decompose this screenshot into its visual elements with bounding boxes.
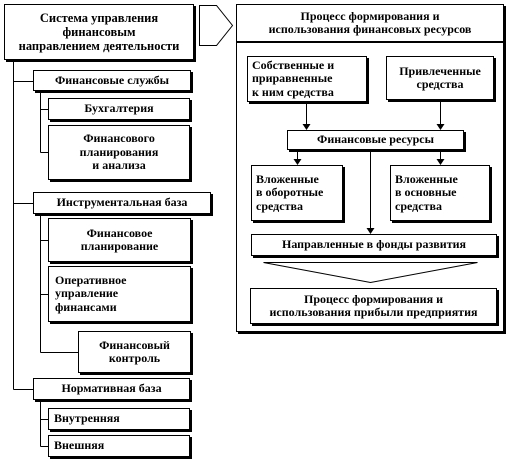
own-funds-label: Собственные и приравненные к ним средств… — [252, 57, 335, 99]
item-planning-analysis-label: Финансового планирования и анализа — [79, 131, 159, 173]
item-accounting-label: Бухгалтерия — [84, 101, 154, 116]
item-planning-analysis: Финансового планирования и анализа — [48, 125, 190, 180]
own-funds-box: Собственные и приравненные к ним средств… — [247, 56, 367, 102]
panel-title: Процесс формирования и использования фин… — [237, 5, 503, 42]
item-internal-label: Внутренняя — [54, 411, 120, 426]
item-financial-control-label: Финансовый контроль — [99, 337, 170, 365]
fixed-assets-label: Вложенные в основные средства — [395, 171, 458, 213]
current-assets-box: Вложенные в оборотные средства — [251, 165, 343, 221]
development-funds-box: Направленные в фонды развития — [251, 234, 497, 256]
group-regulatory-base: Нормативная база — [33, 378, 190, 400]
item-financial-planning: Финансовое планирование — [48, 218, 191, 262]
root-node: Система управления финансовым направлени… — [4, 4, 194, 60]
management-system-column: Система управления финансовым направлени… — [0, 0, 236, 462]
profit-process-label: Процесс формирования и использования при… — [269, 291, 478, 319]
item-external-label: Внешняя — [54, 438, 105, 453]
group-instrumental-base: Инструментальная база — [33, 192, 211, 214]
group-regulatory-base-label: Нормативная база — [61, 381, 162, 396]
borrowed-funds-label: Привлеченные средства — [399, 63, 481, 91]
borrowed-funds-box: Привлеченные средства — [386, 56, 494, 100]
item-financial-control: Финансовый контроль — [78, 331, 191, 373]
item-financial-planning-label: Финансовое планирование — [80, 225, 159, 253]
group-instrumental-base-label: Инструментальная база — [56, 195, 188, 210]
financial-resources-label: Финансовые ресурсы — [317, 132, 434, 147]
current-assets-label: Вложенные в оборотные средства — [256, 171, 324, 213]
item-accounting: Бухгалтерия — [48, 98, 190, 120]
root-node-label: Система управления финансовым направлени… — [18, 11, 180, 53]
item-internal: Внутренняя — [48, 408, 190, 430]
development-funds-label: Направленные в фонды развития — [282, 237, 466, 252]
panel-title-label: Процесс формирования и использования фин… — [268, 8, 472, 36]
profit-process-box: Процесс формирования и использования при… — [250, 288, 497, 324]
funds-process-panel: Процесс формирования и использования фин… — [236, 4, 504, 332]
group-financial-services-label: Финансовые службы — [54, 72, 170, 87]
group-financial-services: Финансовые службы — [33, 70, 191, 91]
financial-resources-box: Финансовые ресурсы — [287, 130, 464, 150]
fixed-assets-box: Вложенные в основные средства — [390, 165, 490, 221]
item-operational-management-label: Оперативное управление финансами — [55, 272, 127, 314]
item-operational-management: Оперативное управление финансами — [48, 266, 191, 322]
item-external: Внешняя — [48, 435, 190, 457]
